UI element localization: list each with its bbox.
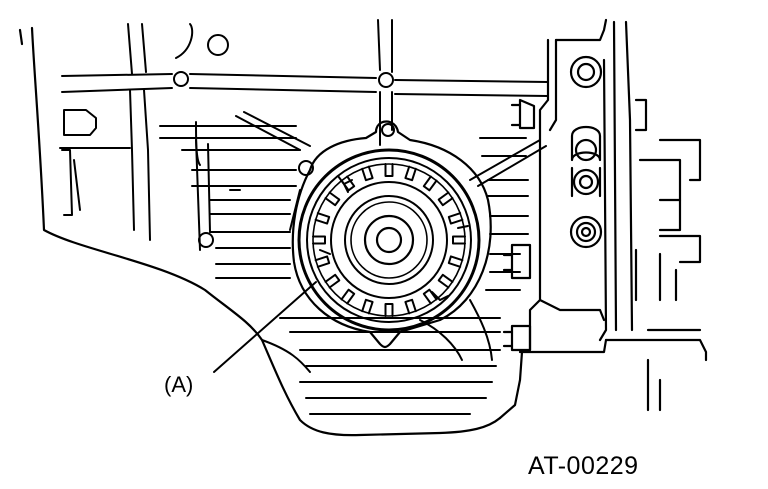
callout-label-a: (A) xyxy=(164,372,194,397)
seal-tab xyxy=(447,212,464,225)
seal-tab xyxy=(324,191,341,207)
pan-ribs xyxy=(261,299,501,415)
seal-tab xyxy=(437,273,454,289)
seal-tab xyxy=(340,288,356,305)
seal-tab xyxy=(422,288,438,305)
seal-tab xyxy=(324,273,341,289)
figure-id: AT-00229 xyxy=(528,452,639,480)
callout-leader xyxy=(213,281,317,373)
seal-assembly xyxy=(289,120,492,349)
left-recess xyxy=(59,109,131,216)
seal-tab xyxy=(404,298,417,315)
ribs xyxy=(159,111,547,291)
housing-outline xyxy=(18,26,524,437)
seal-tab xyxy=(384,303,394,317)
seal-tab xyxy=(452,235,466,245)
bolt-heads xyxy=(569,55,603,249)
upper-casting xyxy=(61,19,549,241)
seal-tab xyxy=(422,175,438,192)
seal-tab xyxy=(384,163,394,177)
seal-tab xyxy=(447,255,464,268)
seal-tab xyxy=(314,212,331,225)
seal-tab xyxy=(361,298,374,315)
seal-tab xyxy=(404,165,417,182)
seal-tab xyxy=(361,165,374,182)
boss-circles xyxy=(173,34,394,248)
seal-tab xyxy=(437,191,454,207)
seal-tab xyxy=(340,175,356,192)
seal-tab xyxy=(314,255,331,268)
right-case xyxy=(502,18,708,412)
seal-tabs xyxy=(312,163,466,317)
seal-tab xyxy=(312,235,326,245)
